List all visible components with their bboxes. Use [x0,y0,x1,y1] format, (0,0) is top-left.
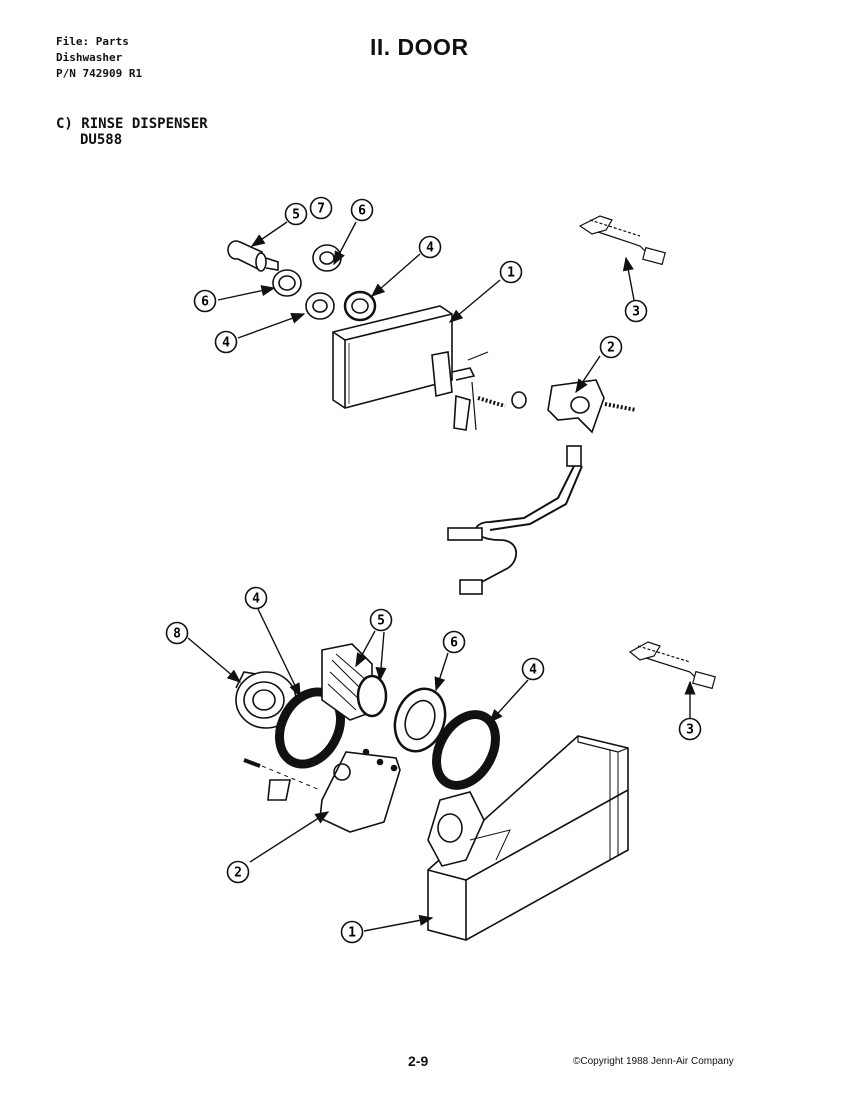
dispenser-housing-bottom [427,735,629,941]
callout-1-bottom: 1 [340,920,364,944]
callout-5-bottom: 5 [369,608,393,632]
top-assembly [227,215,666,595]
latch-mechanism-top [431,351,527,431]
svg-text:4: 4 [222,336,230,351]
gasket-4b-bottom [432,710,500,790]
page-number: 2-9 [408,1053,429,1069]
file-info: File: Parts Dishwasher P/N 742909 R1 [56,34,142,82]
callout-bubbles: 5 7 6 4 1 6 4 [165,196,702,944]
svg-text:3: 3 [686,723,694,738]
svg-text:3: 3 [632,305,640,320]
page-title: II. DOOR [370,34,469,60]
dispenser-housing-top [332,305,453,409]
model-number: DU588 [80,132,123,148]
gasket-4b-top [343,290,377,322]
wire-harness-top [447,445,583,595]
file-line: File: Parts [56,35,129,48]
svg-text:8: 8 [173,627,181,642]
svg-text:5: 5 [377,614,385,629]
connector-clip-3-bottom [628,641,716,690]
callout-4-bottom-left: 4 [244,586,268,610]
svg-text:2: 2 [234,866,242,881]
section-heading: C) RINSE DISPENSER DU588 [56,116,208,148]
svg-text:7: 7 [317,202,325,217]
callout-3-top: 3 [624,299,648,323]
part-number-line: P/N 742909 R1 [56,67,143,80]
callout-6-bottom: 6 [442,630,466,654]
seal-ring-6-top [272,269,302,297]
callout-2-top: 2 [599,335,623,359]
callout-4-top-left: 4 [214,330,238,354]
bracket-2-bottom [243,748,401,833]
svg-text:6: 6 [201,295,209,310]
callout-5-top: 5 [284,202,308,226]
svg-text:5: 5 [292,208,300,223]
section-title: C) RINSE DISPENSER [56,116,208,132]
callout-2-bottom: 2 [226,860,250,884]
svg-text:2: 2 [607,341,615,356]
callout-6-top-left: 6 [193,289,217,313]
svg-text:1: 1 [507,266,515,281]
callout-1-top: 1 [499,260,523,284]
callout-8-bottom: 8 [165,621,189,645]
callout-7-top: 7 [309,196,333,220]
connector-clip-3-top [578,215,666,266]
svg-text:6: 6 [450,636,458,651]
svg-text:4: 4 [529,663,537,678]
seal-ring-6-bottom [393,687,447,753]
svg-text:6: 6 [358,204,366,219]
callout-6-top-right: 6 [350,198,374,222]
bracket-2-top [547,379,637,434]
svg-text:4: 4 [426,241,434,256]
gasket-4-top [305,292,335,320]
leader-lines [187,221,696,932]
callout-3-bottom: 3 [678,717,702,741]
callout-4-top-right: 4 [418,235,442,259]
cap-top [227,240,279,272]
bottom-assembly [235,641,716,941]
svg-text:1: 1 [348,926,356,941]
svg-text:4: 4 [252,592,260,607]
product-line: Dishwasher [56,51,123,64]
copyright-notice: ©Copyright 1988 Jenn-Air Company [573,1056,734,1067]
callout-4-bottom-right: 4 [521,657,545,681]
